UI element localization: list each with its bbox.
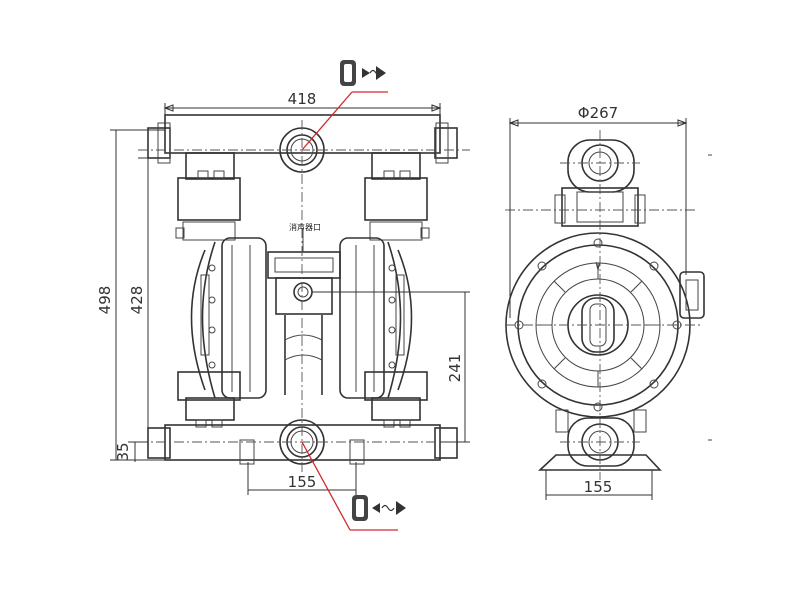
front-view: 418 498 428 35 241 <box>96 90 470 495</box>
dim-inner-height: 428 <box>128 157 160 442</box>
left-chamber <box>190 237 267 399</box>
top-leader <box>301 91 388 151</box>
dim-498-label: 498 <box>96 286 114 315</box>
bottom-leader <box>301 441 398 531</box>
inlet-check-valve-icon <box>352 495 406 521</box>
right-chamber <box>339 237 413 399</box>
dim-center-height: 241 <box>312 291 470 443</box>
top-manifold <box>147 114 458 173</box>
dim-overall-width: 418 <box>163 90 442 130</box>
dim-267-label: Φ267 <box>578 104 618 122</box>
top-valve-housings <box>175 152 430 241</box>
dim-428-label: 428 <box>128 286 146 315</box>
dim-35-label: 35 <box>114 442 132 461</box>
dim-155-front-label: 155 <box>288 473 317 491</box>
side-view: Φ267 155 <box>505 104 712 500</box>
outlet-check-valve-icon <box>340 60 386 86</box>
dim-diameter: Φ267 <box>508 104 688 318</box>
dim-418-label: 418 <box>288 90 317 108</box>
dim-155-side-label: 155 <box>584 478 613 496</box>
dim-241-label: 241 <box>446 354 464 383</box>
center-body <box>267 228 341 395</box>
bottom-valve-housings <box>177 371 428 428</box>
dim-base-height: 35 <box>114 441 170 462</box>
dim-port-spacing: 155 <box>247 462 357 495</box>
muffler-port-label: 消声器口 <box>289 222 321 232</box>
dim-base-width: 155 <box>545 470 653 500</box>
side-air-inlet <box>679 271 705 319</box>
